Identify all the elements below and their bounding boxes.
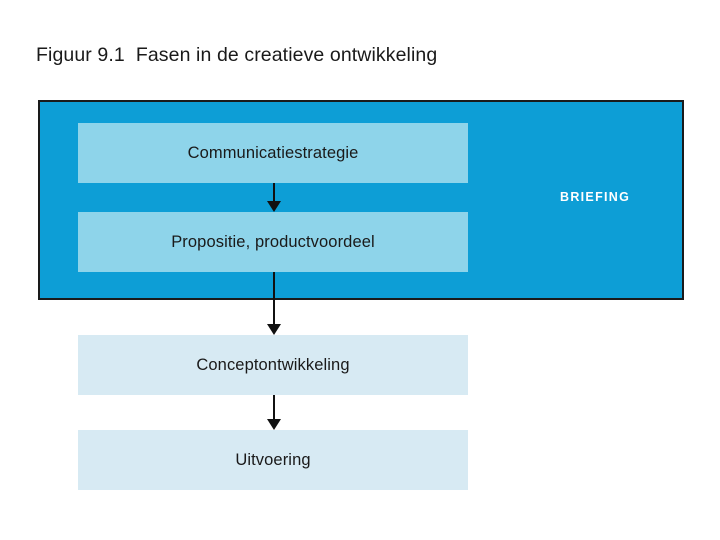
node-label: Communicatiestrategie: [187, 143, 359, 162]
node-conceptontwikkeling: Conceptontwikkeling: [78, 335, 468, 395]
figure-title: Figuur 9.1 Fasen in de creatieve ontwikk…: [36, 44, 438, 66]
arrow-shaft: [273, 272, 275, 324]
arrow-shaft: [273, 183, 275, 202]
node-uitvoering: Uitvoering: [78, 430, 468, 490]
arrow-head-down-icon: [267, 201, 281, 212]
arrow-propositie-to-conceptontwikkeling: [266, 272, 282, 335]
node-propositie: Propositie, productvoordeel: [78, 212, 468, 272]
node-label: Propositie, productvoordeel: [171, 232, 375, 251]
briefing-group-label: BRIEFING: [560, 190, 631, 204]
arrow-head-down-icon: [267, 419, 281, 430]
node-label: Uitvoering: [235, 450, 311, 469]
arrow-communicatiestrategie-to-propositie: [266, 183, 282, 212]
arrow-conceptontwikkeling-to-uitvoering: [266, 395, 282, 430]
node-label: Conceptontwikkeling: [196, 355, 350, 374]
arrow-head-down-icon: [267, 324, 281, 335]
node-communicatiestrategie: Communicatiestrategie: [78, 123, 468, 183]
arrow-shaft: [273, 395, 275, 419]
